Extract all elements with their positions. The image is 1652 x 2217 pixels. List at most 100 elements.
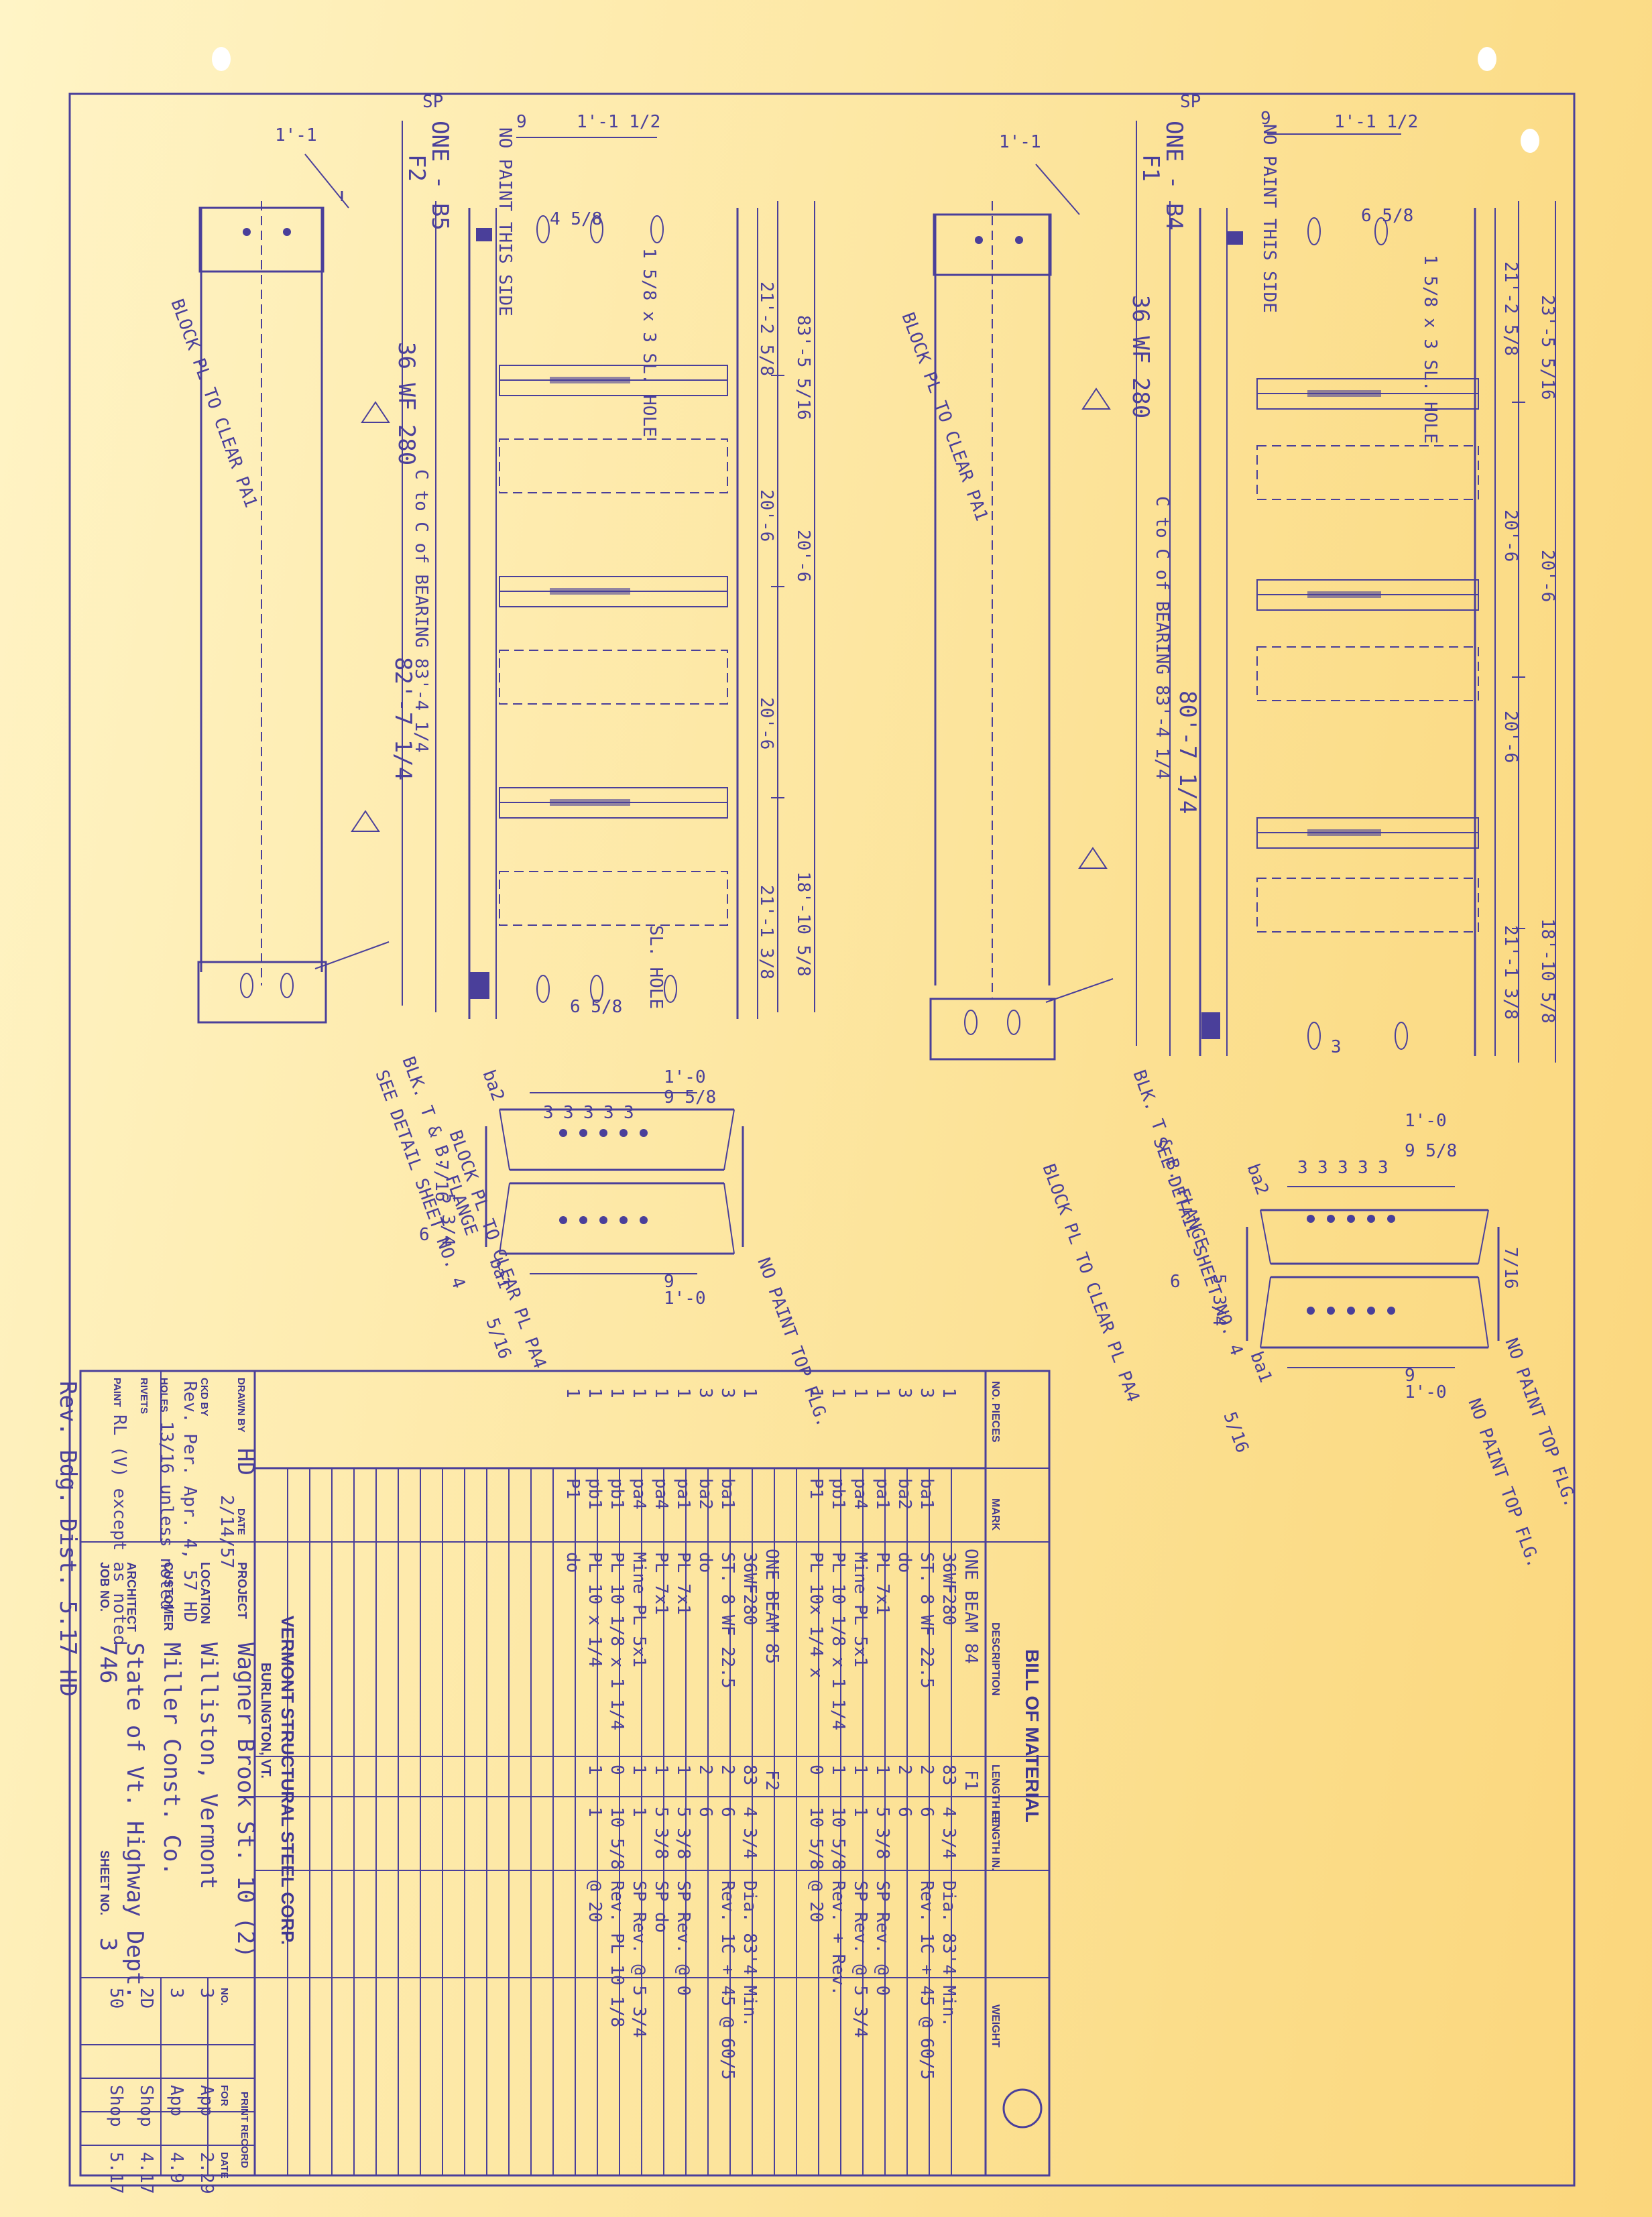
bom-cell: 6: [894, 1807, 914, 1817]
bom-header-length-in: LENGTH IN.: [990, 1810, 1001, 1871]
detail-left-dim-7: 5 3/4: [438, 1193, 458, 1246]
beam-left-note-6: SL. HOLE: [646, 925, 666, 1009]
bom-cell: 1: [850, 1807, 870, 1817]
bom-cell: 10 5/8: [607, 1807, 627, 1870]
detail-right-dim-7: 5 3/4: [1209, 1274, 1229, 1326]
bom-cell: PL 10 x 1/4: [585, 1552, 605, 1667]
sheet-border: [68, 93, 1576, 2187]
detail-left-section: [485, 1092, 744, 1274]
bom-cell: do: [563, 1552, 583, 1573]
bom-cell: PL 7x1: [673, 1552, 693, 1615]
value-customer: Miller Const. Co.: [158, 1642, 185, 1876]
beam-right-dim-2: 20'-6: [1500, 510, 1521, 562]
beam-left-dim-8: 1'-1: [275, 125, 317, 145]
bom-cell: 1: [673, 1764, 693, 1775]
detail-right-dim-3: 3: [1317, 1158, 1328, 1178]
print-record-cell: Shop: [106, 2085, 126, 2127]
bom-cell: 6: [717, 1807, 738, 1817]
detail-right-dim-11: 9: [1405, 1366, 1415, 1386]
detail-left-dim-4: 3: [583, 1103, 594, 1123]
bom-group-mark: F1: [961, 1770, 981, 1791]
bom-cell: ST. 8 WF 22.5: [917, 1552, 937, 1689]
bom-cell: ba1: [917, 1478, 937, 1510]
bom-cell: 3: [717, 1388, 738, 1398]
beam-left-dim-5: 21'-1 3/8: [756, 885, 776, 979]
bom-cell: pa1: [673, 1478, 693, 1510]
label-project: PROJECT: [235, 1562, 249, 1619]
value-paint: RL (V) except as noted: [109, 1415, 129, 1645]
beam-left-dim-11: 4 5/8: [550, 209, 602, 229]
beam-left-dim-0: 21'-2 5/8: [756, 282, 776, 376]
detail-right-dim-6: 3: [1378, 1158, 1389, 1178]
value-project: Wagner Brook St. 10 (2): [232, 1642, 259, 1958]
bom-cell: ST. 8 WF 22.5: [717, 1552, 738, 1689]
bom-cell: @ 20: [585, 1880, 605, 1923]
detail-left-dim-11: 9: [664, 1272, 674, 1292]
detail-left-dim-6: 3: [624, 1103, 634, 1123]
bom-cell: 1: [872, 1388, 892, 1398]
bom-cell: 1: [651, 1388, 671, 1398]
beam-right-dim-6: 18'-10 5/8: [1537, 918, 1557, 1024]
beam-left-dim-2: 20'-6: [756, 489, 776, 542]
value-date: 2/14/57: [217, 1495, 237, 1569]
bom-header-description: DESCRIPTION: [990, 1622, 1001, 1695]
bom-cell: 10 5/8: [806, 1807, 826, 1870]
bom-cell: 1: [629, 1807, 649, 1817]
bom-cell: 1: [740, 1388, 760, 1398]
bom-cell: 1: [828, 1764, 848, 1775]
beam-right-section: 36 WF 280: [1127, 295, 1154, 418]
beam-left-section: 36 WF 280: [393, 342, 420, 465]
bom-cell: 36WF280: [939, 1552, 959, 1626]
bom-cell: ba1: [717, 1478, 738, 1510]
bom-cell: pb1: [607, 1478, 627, 1510]
beam-right-elevation: [929, 121, 1556, 1063]
bom-title: BILL OF MATERIAL: [1022, 1649, 1043, 1823]
bom-cell: PL 10 1/8 x 1 1/4: [607, 1552, 627, 1730]
detail-right-dim-4: 3: [1338, 1158, 1348, 1178]
value-holes: 13/16 unless noted: [156, 1421, 176, 1610]
label-holes: HOLES: [158, 1378, 170, 1413]
margin-revision-note: Rev. Bdg. Dist. 5.17 HD: [54, 1381, 81, 1697]
bom-cell: Dia. 83'4 Min.: [939, 1880, 959, 2027]
beam-right-dim-12: 3: [1331, 1037, 1342, 1057]
detail-left-note-3: 5/16: [481, 1315, 515, 1362]
stamp-circle: [1002, 2088, 1043, 2129]
bom-cell: SP Rev. @ 0: [872, 1880, 892, 1996]
bom-cell: pb1: [585, 1478, 605, 1510]
punch-hole: [1478, 47, 1496, 71]
beam-left-name: ONE - B5: [426, 121, 453, 231]
print-header-for: FOR: [219, 2085, 230, 2106]
bom-cell: 0: [806, 1764, 826, 1775]
beam-left-dim-12: 6 5/8: [570, 997, 622, 1017]
bom-header-length-ft: LENGTH FT.: [990, 1764, 1001, 1826]
label-customer: CUSTOMER: [162, 1562, 175, 1631]
beam-right-dim-3: 20'-6: [1537, 550, 1557, 602]
bom-header-weight: WEIGHT: [990, 2004, 1001, 2047]
bom-cell: 1: [850, 1388, 870, 1398]
bom-cell: pb1: [828, 1478, 848, 1510]
bom-cell: do: [894, 1552, 914, 1573]
beam-left-elevation: [197, 121, 815, 1024]
beam-left-dim-4: 20'-6: [756, 697, 776, 750]
bom-cell: 1: [806, 1388, 826, 1398]
value-architect: State of Vt. Highway Dept.: [121, 1642, 148, 1999]
bom-cell: 1: [673, 1388, 693, 1398]
detail-left-dim-1: 9 5/8: [664, 1087, 716, 1107]
bom-cell: Dia. 83'4 Min.: [740, 1880, 760, 2027]
bom-cell: 0: [607, 1764, 627, 1775]
value-sheet-no: 3: [95, 1937, 121, 1951]
label-print-record: PRINT RECORD: [239, 2092, 250, 2168]
bom-cell: 2: [894, 1764, 914, 1775]
bom-cell: 5 3/8: [651, 1807, 671, 1859]
company-name: VERMONT STRUCTURAL STEEL CORP.: [278, 1616, 298, 1945]
beam-left-bearing: C to C of BEARING 83'-4 1/4: [411, 469, 431, 753]
bom-cell: 1: [850, 1764, 870, 1775]
detail-left-dim-5: 3: [603, 1103, 614, 1123]
beam-right-note-5: SEE DETAIL SHEET NO. 4: [1148, 1134, 1246, 1358]
bom-cell: 6: [917, 1807, 937, 1817]
